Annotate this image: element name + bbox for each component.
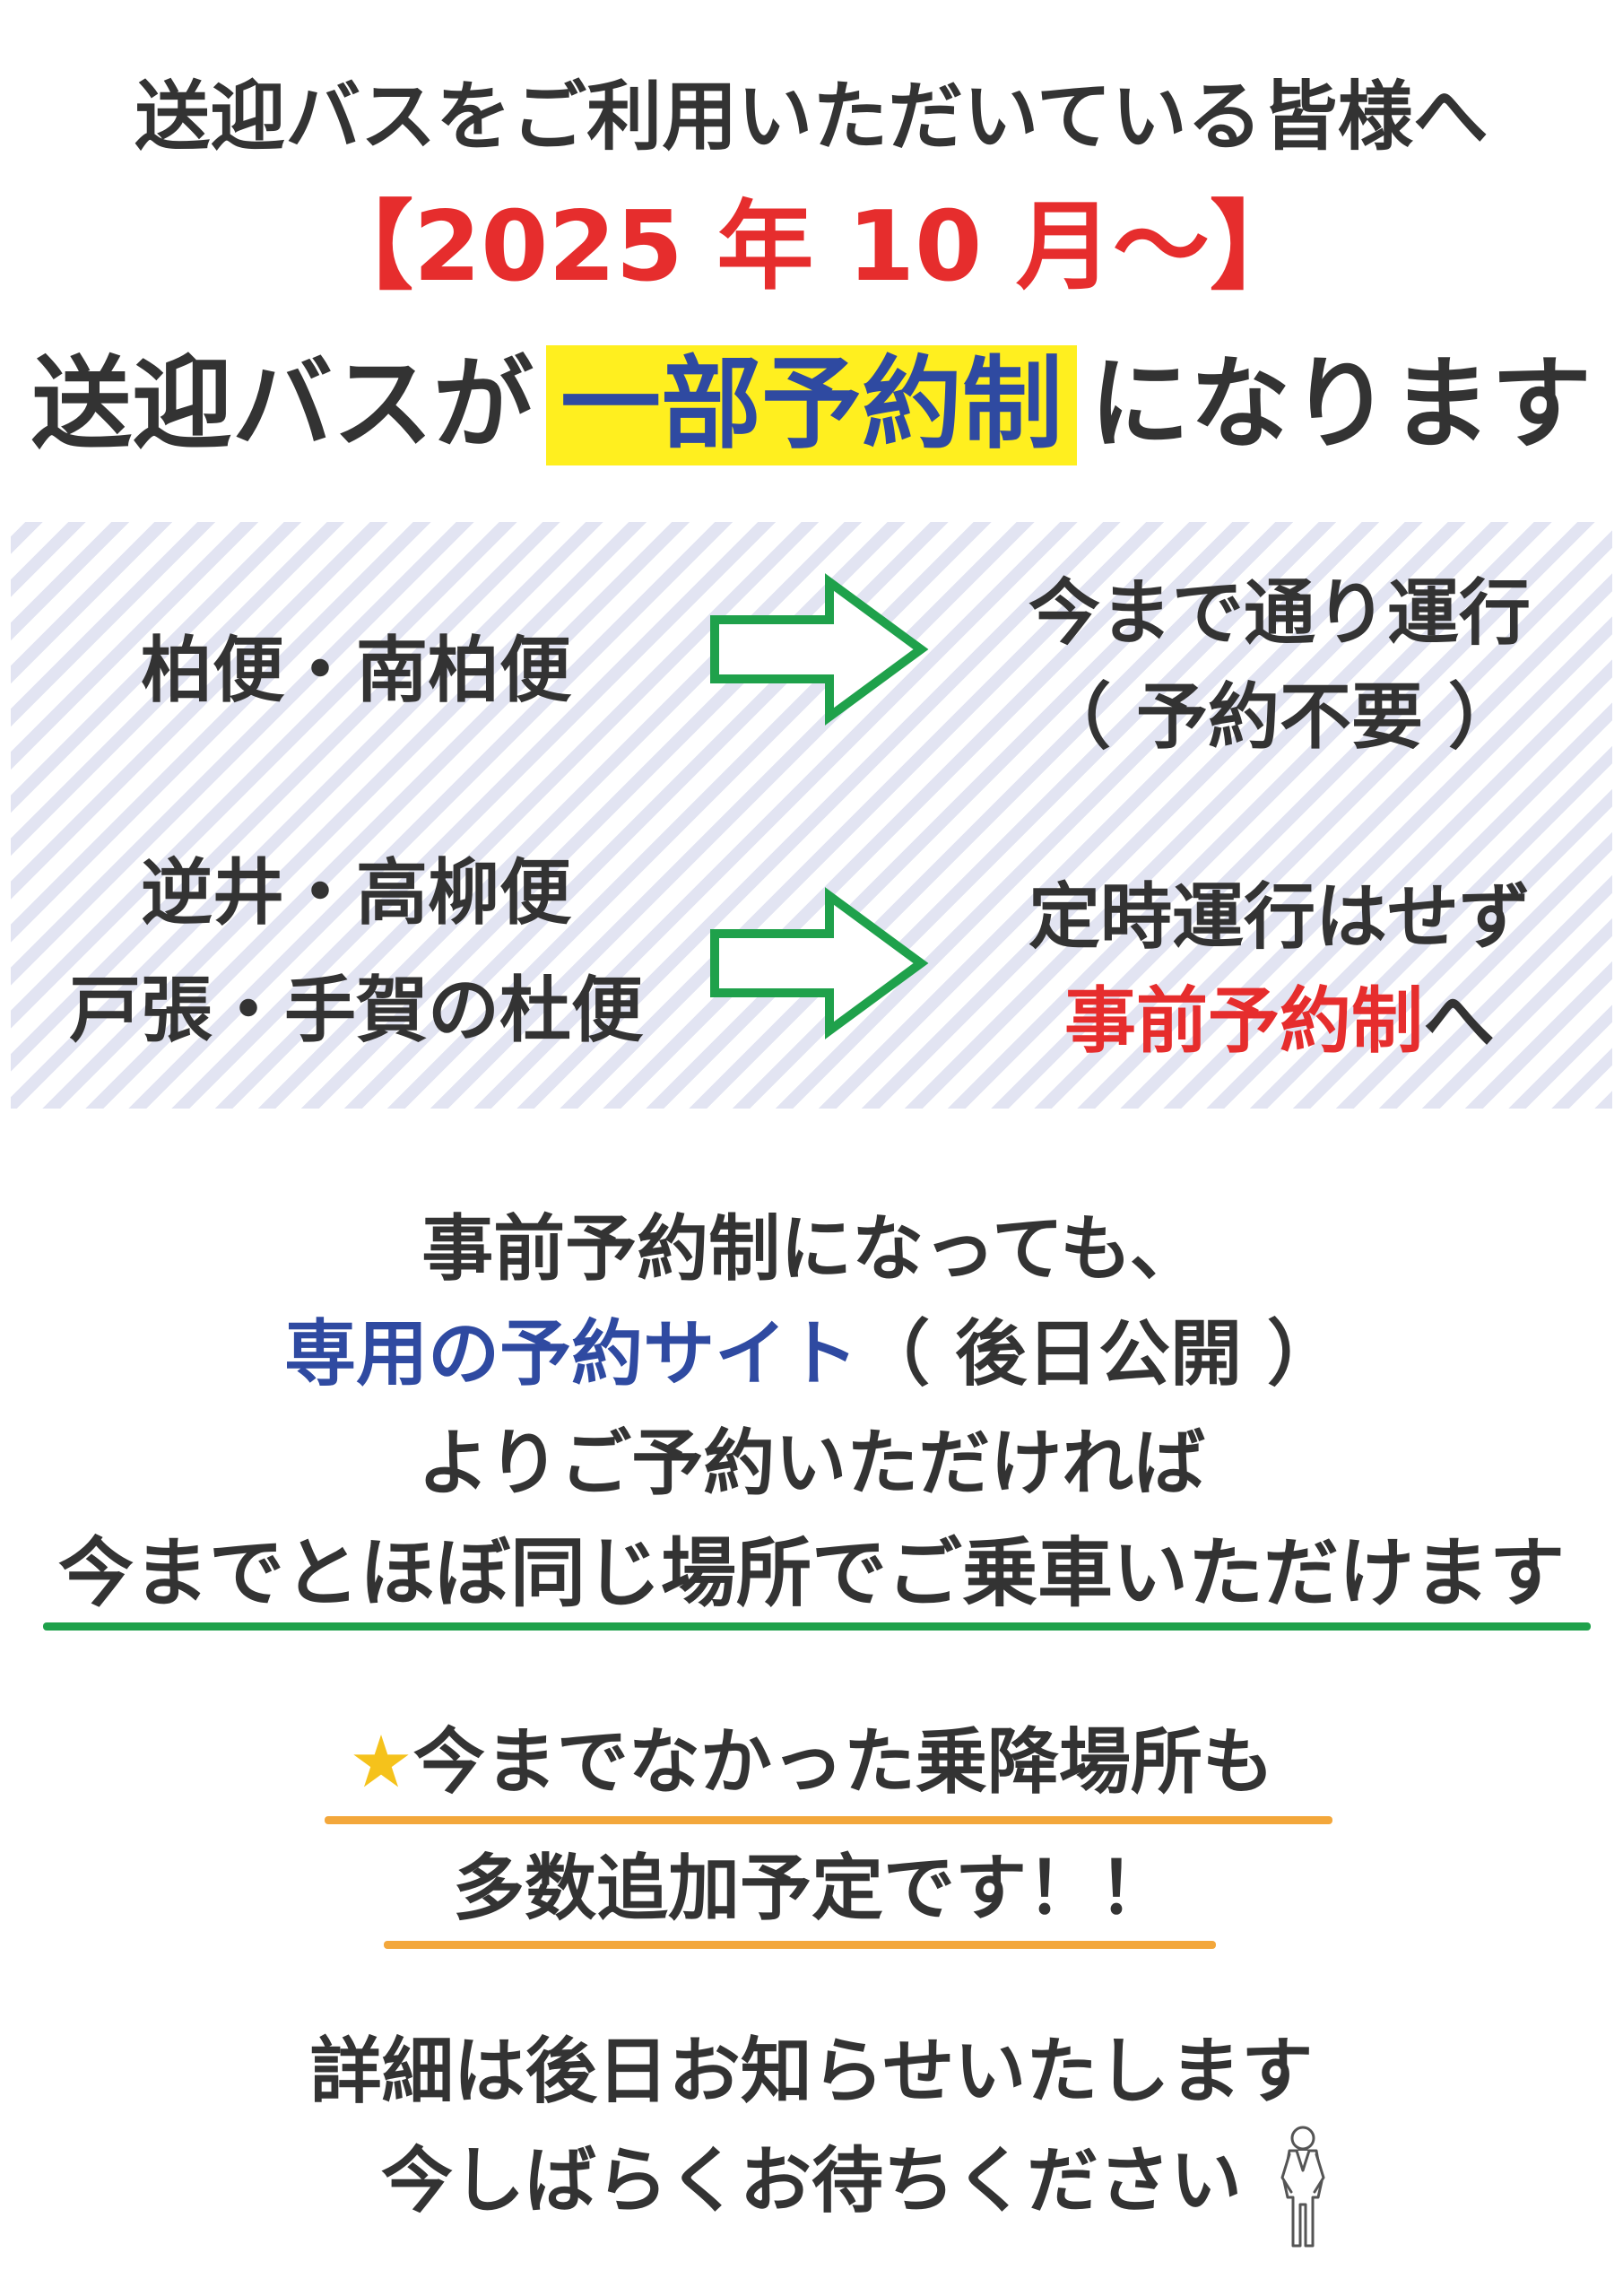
headline-highlight: 一部予約制 xyxy=(546,345,1077,465)
closing-line-2: 今しばらくお待ちください xyxy=(381,2139,1242,2222)
orange-underline-1 xyxy=(325,1816,1332,1824)
headline: 送迎バスが一部予約制になります xyxy=(0,345,1623,465)
orange-underline-2 xyxy=(384,1941,1216,1949)
closing-line-1: 詳細は後日お知らせいたします xyxy=(309,2030,1314,2113)
route-panel: 柏便・南柏便 今まで通り運行 （ 予約不要 ） 逆井・高柳便 戸張・手賀の杜便 … xyxy=(11,522,1612,1109)
route-2-name-line-2: 戸張・手賀の杜便 xyxy=(69,969,643,1053)
route-1-result: 今まで通り運行 （ 予約不要 ） xyxy=(952,561,1607,770)
headline-suffix: になります xyxy=(1089,346,1592,463)
route-2-result-line2: 事前予約制へ xyxy=(952,970,1607,1074)
star-icon: ★ xyxy=(349,1720,413,1804)
right-arrow-icon xyxy=(710,573,929,726)
route-1-name-line: 柏便・南柏便 xyxy=(141,629,571,712)
route-1-result-line2: （ 予約不要 ） xyxy=(1039,675,1520,759)
body-line-1: 事前予約制になっても、 xyxy=(421,1207,1202,1291)
route-2-name-line-1: 逆井・高柳便 xyxy=(141,851,571,935)
route-2-result-suffix: へ xyxy=(1423,979,1495,1063)
route-1-result-line1: 今まで通り運行 xyxy=(1028,571,1531,655)
body-line-2: 専用の予約サイト（ 後日公開 ） xyxy=(0,1318,1623,1390)
date-range-heading: 【2025 年 10 月〜】 xyxy=(317,191,1306,303)
body-line-3: よりご予約いただければ xyxy=(417,1422,1206,1505)
reservation-site-emphasis: 専用の予約サイト xyxy=(284,1312,859,1396)
notice-line-1: ★今までなかった乗降場所も xyxy=(0,1726,1623,1798)
green-underline xyxy=(43,1622,1591,1631)
bowing-person-icon xyxy=(1280,2126,1325,2248)
route-2-result-line1: 定時運行はせず xyxy=(1028,875,1531,959)
notice-line-2: 多数追加予定です！！ xyxy=(453,1847,1170,1930)
route-2-names: 逆井・高柳便 戸張・手賀の杜便 xyxy=(11,834,701,1069)
greeting-heading: 送迎バスをご利用いただいている皆様へ xyxy=(135,73,1488,161)
right-arrow-icon xyxy=(710,887,929,1039)
route-2-result-emphasis: 事前予約制 xyxy=(1064,979,1423,1063)
notice-text-1: 今までなかった乗降場所も xyxy=(412,1720,1274,1804)
route-2-result: 定時運行はせず 事前予約制へ xyxy=(952,865,1607,1074)
body-line-4: 今までとほぼ同じ場所でご乗車いただけます xyxy=(57,1529,1565,1617)
headline-prefix: 送迎バスが xyxy=(31,346,534,463)
reservation-site-note: （ 後日公開 ） xyxy=(858,1312,1339,1396)
route-1-names: 柏便・南柏便 xyxy=(11,612,701,729)
